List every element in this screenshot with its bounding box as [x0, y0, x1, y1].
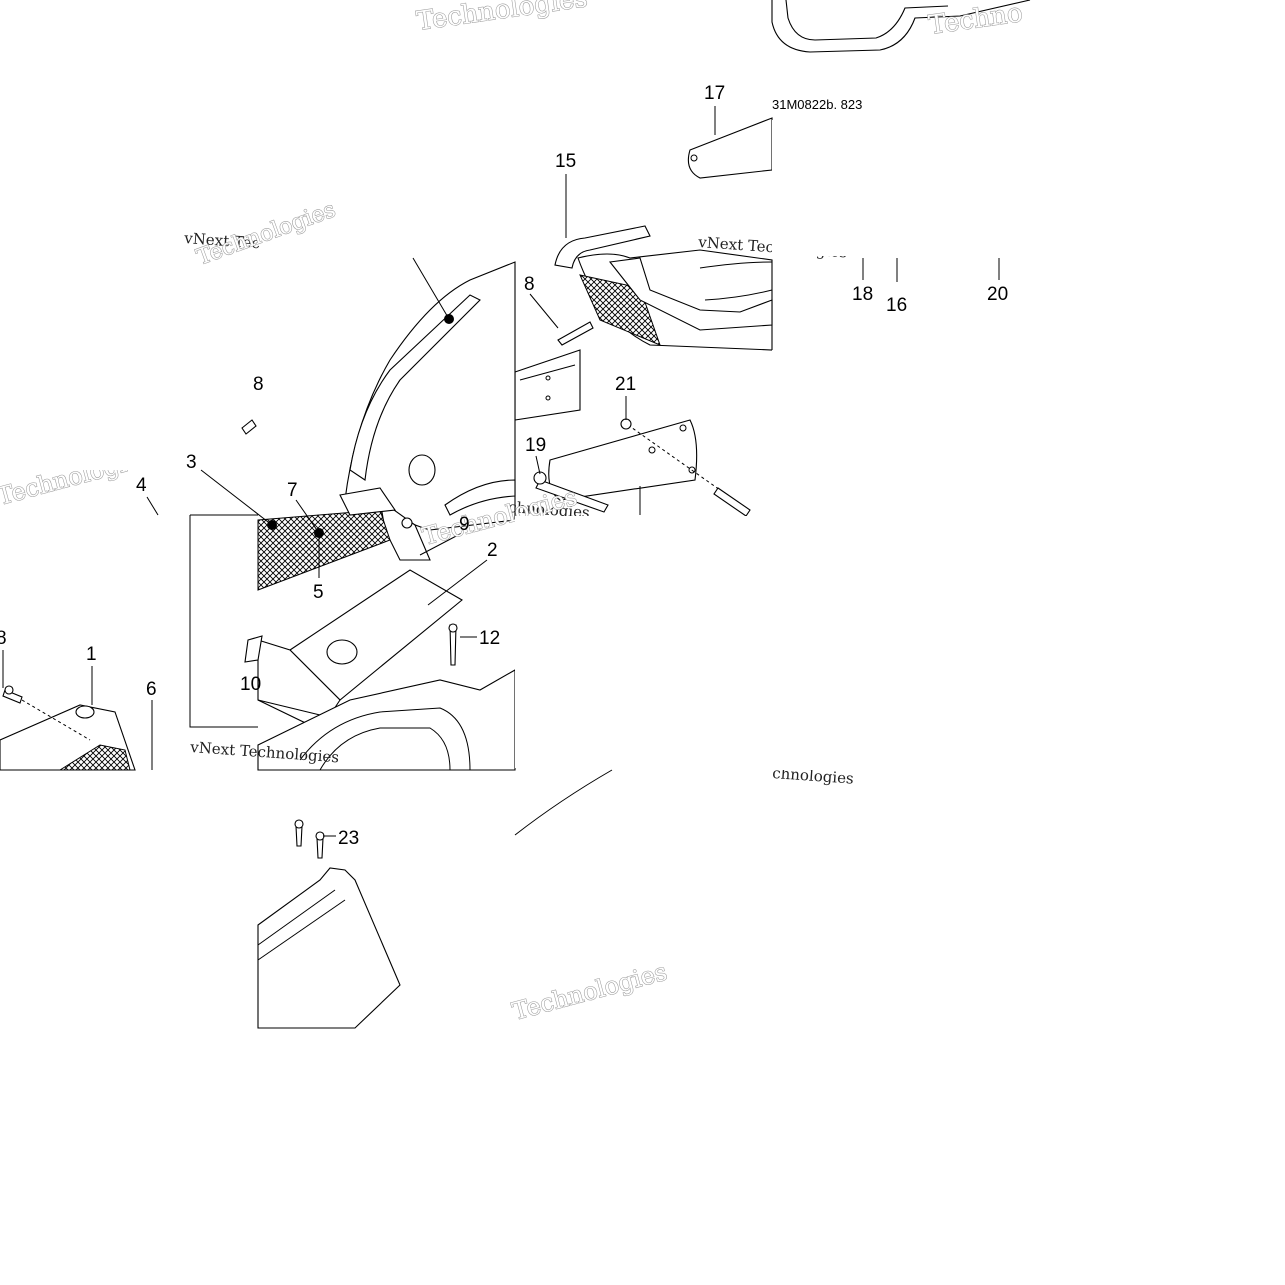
callout-15: 15	[555, 151, 576, 172]
callout-21: 21	[615, 374, 636, 395]
tray	[257, 669, 516, 771]
nut-21	[620, 418, 632, 430]
callout-8a: 8	[0, 628, 7, 649]
callout-7: 7	[287, 480, 298, 501]
callout-1: 1	[86, 644, 97, 665]
callout-3: 3	[186, 452, 197, 473]
mesh-7	[257, 509, 391, 591]
screw-23b	[316, 837, 324, 859]
callout-9: 9	[459, 514, 470, 535]
bracket-17	[687, 117, 773, 179]
screw-23a	[295, 825, 303, 847]
bolt-19	[535, 479, 609, 513]
callout-23: 23	[338, 828, 359, 849]
svg-text:vNext Tec: vNext Tec	[183, 229, 261, 252]
rivet-8c	[241, 419, 257, 435]
tile-cover-23	[257, 769, 613, 1029]
callout-8b: 8	[524, 274, 535, 295]
callout-12: 12	[479, 628, 500, 649]
reference-code: 31M0822b. 823	[772, 97, 862, 112]
cover	[257, 867, 401, 1029]
tile-side-panel	[189, 261, 516, 771]
leader-lines	[2, 106, 1000, 837]
callout-labels: 31M0822b. 823 17 15 8 21 19 18 16 20 3 4…	[0, 83, 1008, 849]
callout-19: 19	[525, 435, 546, 456]
callout-20: 20	[987, 284, 1008, 305]
bracket-10	[244, 635, 263, 663]
handle-15	[554, 225, 651, 269]
tile-rail-top	[687, 0, 1031, 179]
callout-2: 2	[487, 540, 498, 561]
bracket-21	[548, 419, 698, 501]
callout-16: 16	[886, 295, 907, 316]
tile-middle	[514, 225, 773, 517]
bolt-21	[713, 487, 751, 517]
svg-text:Technologies: Technologies	[415, 0, 590, 37]
callout-4: 4	[136, 475, 147, 496]
tile-panel-1	[0, 685, 136, 771]
callout-6: 6	[146, 679, 157, 700]
masks	[0, 90, 1285, 1285]
callout-8c: 8	[253, 374, 264, 395]
callout-5: 5	[313, 582, 324, 603]
callout-17: 17	[704, 83, 725, 104]
callout-10: 10	[240, 674, 261, 695]
svg-text:chnologies: chnologies	[508, 498, 591, 522]
callout-18: 18	[852, 284, 873, 305]
svg-text:Technologies: Technologies	[509, 958, 670, 1026]
rivet-8b	[557, 321, 594, 346]
